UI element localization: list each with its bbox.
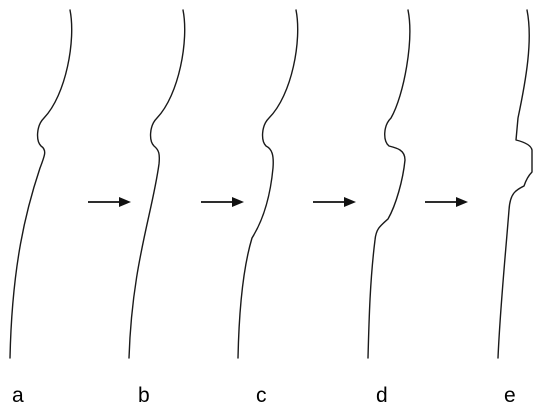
panel-c: c [237, 9, 299, 407]
arrow-c-to-d [313, 197, 356, 207]
panel-label-c: c [256, 384, 267, 407]
panel-d: d [367, 9, 411, 407]
panel-a-outline [9, 9, 73, 359]
panel-b-outline [128, 9, 186, 359]
arrow-b-to-c [201, 197, 244, 207]
arrow-d-to-e [425, 197, 468, 207]
panel-e-outline [497, 9, 533, 359]
arrow-head-icon [456, 197, 468, 207]
panel-label-d: d [376, 384, 388, 407]
panel-label-b: b [138, 384, 150, 407]
arrow-a-to-b [88, 197, 131, 207]
panel-label-a: a [12, 384, 24, 407]
arrow-head-icon [344, 197, 356, 207]
arrow-head-icon [119, 197, 131, 207]
panel-a: a [9, 9, 73, 407]
panel-e: e [497, 9, 533, 407]
panel-label-e: e [504, 384, 516, 407]
panel-b: b [128, 9, 186, 407]
panel-d-outline [367, 9, 411, 359]
panel-c-outline [237, 9, 299, 359]
arrow-head-icon [232, 197, 244, 207]
